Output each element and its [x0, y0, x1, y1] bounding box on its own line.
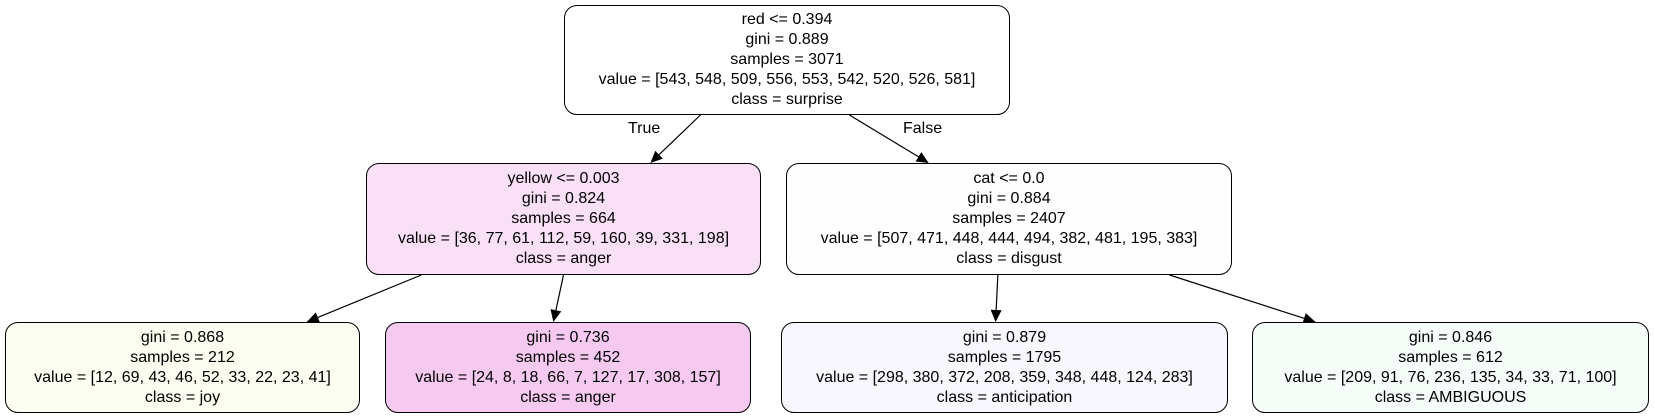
tree-leaf-anticipation: gini = 0.879 samples = 1795 value = [298, … — [781, 322, 1228, 413]
edge-line — [317, 274, 422, 318]
edge-line — [658, 114, 701, 156]
edge-label-true: True — [628, 120, 661, 137]
node-text-line: value = [209, 91, 76, 236, 135, 34, 33, … — [1284, 368, 1617, 386]
node-text-line: class = anger — [515, 250, 612, 267]
node-text-line: value = [12, 69, 43, 46, 52, 33, 22, 23,… — [34, 368, 331, 386]
node-text-line: samples = 612 — [1398, 348, 1503, 366]
node-text-line: gini = 0.879 — [962, 328, 1047, 346]
edge-line — [995, 274, 999, 311]
arrowhead-icon — [1302, 313, 1316, 324]
node-text-line: gini = 0.889 — [745, 31, 829, 48]
node-text-line: samples = 2407 — [952, 210, 1066, 227]
node-text-line: gini = 0.824 — [521, 190, 606, 207]
node-text-line: samples = 452 — [515, 348, 621, 366]
node-text-line: samples = 3071 — [730, 51, 844, 68]
tree-leaf-ambiguous: gini = 0.846 samples = 612 value = [209, 9… — [1252, 322, 1649, 413]
node-text-line: samples = 1795 — [947, 348, 1062, 366]
tree-node-cat-split: cat <= 0.0 gini = 0.884 samples = 2407 valu… — [786, 163, 1232, 275]
node-text-line: samples = 212 — [130, 348, 235, 366]
node-text-line: value = [507, 471, 448, 444, 494, 382, 4… — [820, 230, 1198, 247]
node-text-line: yellow <= 0.003 — [507, 170, 620, 187]
node-text-line: gini = 0.736 — [526, 328, 610, 346]
node-text-line: class = joy — [144, 388, 221, 406]
node-text-line: class = AMBIGUOUS — [1374, 388, 1527, 406]
arrowhead-icon — [650, 150, 663, 163]
arrowhead-icon — [550, 309, 562, 322]
node-text-line: gini = 0.884 — [967, 190, 1051, 207]
arrowhead-icon — [990, 309, 1002, 322]
node-text-line: gini = 0.846 — [1408, 328, 1493, 346]
node-text-line: samples = 664 — [511, 210, 616, 227]
node-text-line: class = anger — [520, 388, 616, 406]
node-text-line: gini = 0.868 — [140, 328, 225, 346]
edge-label-false: False — [903, 120, 943, 137]
node-text-line: red <= 0.394 — [741, 11, 833, 28]
node-text-line: value = [543, 548, 509, 556, 553, 542, 5… — [598, 71, 976, 88]
node-text-line: class = disgust — [956, 250, 1062, 267]
edge-line — [1169, 274, 1305, 319]
tree-node-root: red <= 0.394 gini = 0.889 samples = 3071 va… — [564, 5, 1010, 115]
node-text-line: cat <= 0.0 — [973, 170, 1045, 187]
edge-line — [555, 274, 565, 311]
node-text-line: value = [24, 8, 18, 66, 7, 127, 17, 308,… — [415, 368, 721, 386]
node-text-line: class = surprise — [731, 91, 843, 108]
arrowhead-icon — [915, 152, 929, 163]
arrowhead-icon — [306, 312, 320, 323]
tree-leaf-anger: gini = 0.736 samples = 452 value = [24, 8,… — [385, 322, 751, 413]
node-text-line: class = anticipation — [936, 388, 1073, 406]
tree-node-yellow-split: yellow <= 0.003 gini = 0.824 samples = 664… — [366, 163, 761, 275]
tree-leaf-joy: gini = 0.868 samples = 212 value = [12, 69… — [5, 322, 360, 413]
edge-line — [849, 114, 919, 158]
node-text-line: value = [298, 380, 372, 208, 359, 348, 4… — [816, 368, 1193, 386]
node-text-line: value = [36, 77, 61, 112, 59, 160, 39, 3… — [397, 230, 730, 247]
